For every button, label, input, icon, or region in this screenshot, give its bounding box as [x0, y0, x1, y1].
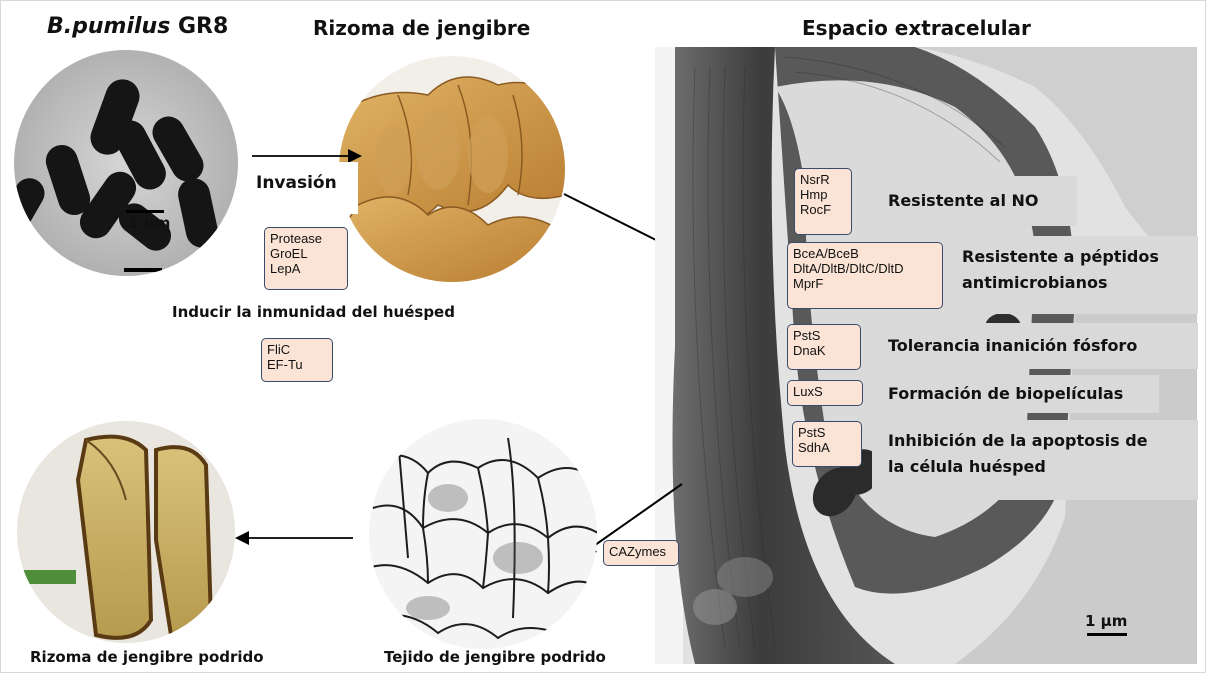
protein-name: FliC — [267, 342, 327, 357]
biofilm-formation-function: Formación de biopelículas — [872, 375, 1159, 413]
host-immunity-label: Inducir la inmunidad del huésped — [172, 303, 455, 321]
biofilm-proteins-box: LuxS — [787, 380, 863, 406]
protein-name: DltA/DltB/DltC/DltD — [793, 261, 937, 276]
immunity-proteins-box: FliC EF-Tu — [261, 338, 333, 382]
rotten-rhizome-label: Rizoma de jengibre podrido — [30, 648, 264, 666]
phosphorus-tolerance-function: Tolerancia inanición fósforo — [872, 323, 1198, 369]
no-resistance-proteins-box: NsrR Hmp RocF — [794, 168, 852, 235]
scale-bar-right-line — [1087, 633, 1127, 636]
function-text: Resistente al NO — [888, 188, 1039, 214]
protein-name: MprF — [793, 276, 937, 291]
rotten-tissue-label: Tejido de jengibre podrido — [384, 648, 606, 666]
protein-name: PstS — [793, 328, 855, 343]
protein-name: NsrR — [800, 172, 846, 187]
protein-name: SdhA — [798, 440, 856, 455]
scale-bar-left-line — [126, 210, 164, 213]
invasion-label: Invasión — [256, 173, 337, 193]
scale-bar-right: 1 μm — [1085, 612, 1127, 630]
bacteria-micrograph — [12, 48, 240, 278]
protein-name: LepA — [270, 261, 342, 276]
protein-name: BceA/BceB — [793, 246, 937, 261]
rotten-rhizome-photo — [16, 420, 236, 645]
protein-name: RocF — [800, 202, 846, 217]
peptide-resistance-function: Resistente a péptidos antimicrobianos — [946, 236, 1198, 314]
scale-bar-left: 1 μm — [128, 214, 170, 232]
apoptosis-inhibition-function: Inhibición de la apoptosis de la célula … — [872, 420, 1198, 500]
ginger-rhizome-photo — [338, 55, 566, 283]
invasion-proteins-box: Protease GroEL LepA — [264, 227, 348, 290]
bacterium-title: B.pumilus GR8 — [47, 14, 228, 39]
tissue-to-rhizome-arrow — [235, 528, 355, 548]
protein-name: DnaK — [793, 343, 855, 358]
protein-name: Protease — [270, 231, 342, 246]
no-resistance-function: Resistente al NO — [872, 176, 1077, 226]
rotten-tissue-micrograph — [368, 418, 598, 650]
function-text: Inhibición de la apoptosis de — [888, 428, 1148, 454]
protein-name: GroEL — [270, 246, 342, 261]
function-text: Tolerancia inanición fósforo — [888, 333, 1137, 359]
bacterium-strain: GR8 — [178, 14, 228, 39]
extracellular-title: Espacio extracelular — [802, 16, 1031, 40]
function-text: antimicrobianos — [962, 270, 1159, 296]
apoptosis-proteins-box: PstS SdhA — [792, 421, 862, 467]
peptide-resistance-proteins-box: BceA/BceB DltA/DltB/DltC/DltD MprF — [787, 242, 943, 309]
protein-name: LuxS — [793, 384, 857, 399]
protein-name: PstS — [798, 425, 856, 440]
protein-name: EF-Tu — [267, 357, 327, 372]
phosphorus-proteins-box: PstS DnaK — [787, 324, 861, 370]
function-text: la célula huésped — [888, 454, 1148, 480]
protein-name: Hmp — [800, 187, 846, 202]
function-text: Resistente a péptidos — [962, 244, 1159, 270]
function-text: Formación de biopelículas — [888, 381, 1123, 407]
bacterium-species: B.pumilus — [47, 14, 170, 39]
rhizome-title: Rizoma de jengibre — [313, 16, 530, 40]
